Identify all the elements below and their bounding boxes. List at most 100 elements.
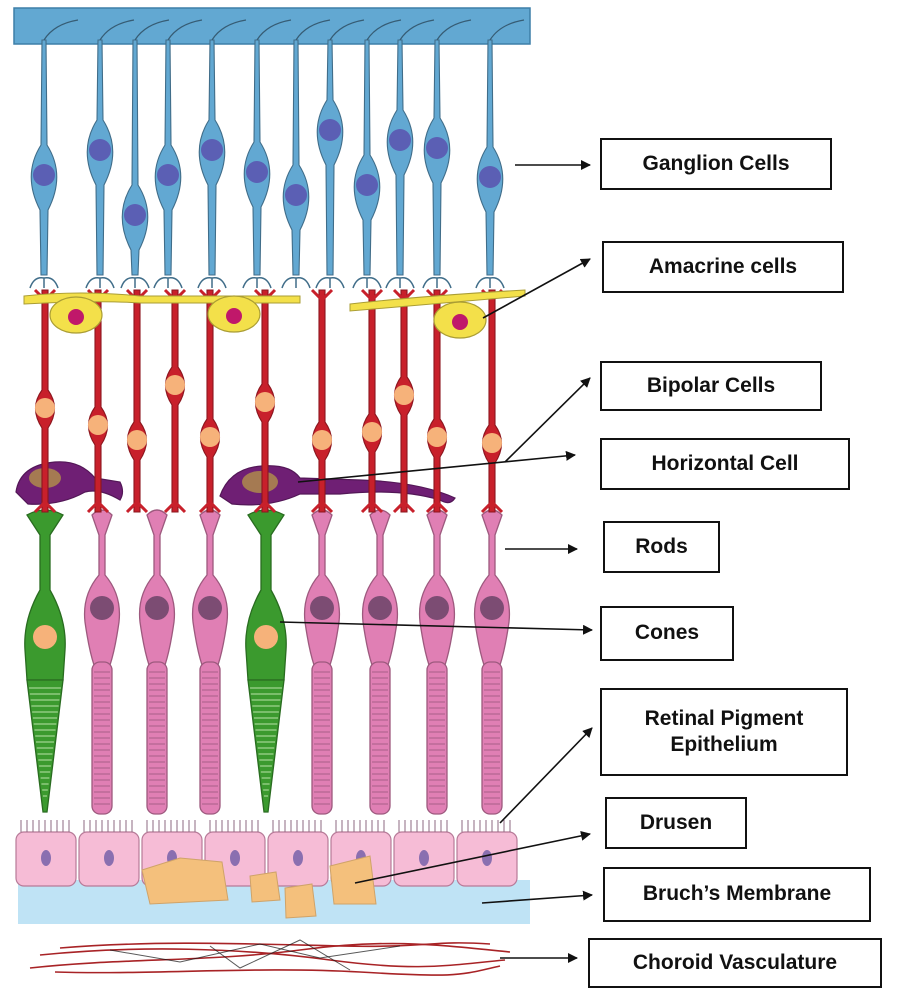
bipolar-nucleus xyxy=(165,375,185,395)
rod-cell-body xyxy=(305,510,340,665)
bipolar-nucleus xyxy=(394,385,414,405)
arrow-rpe xyxy=(500,728,592,823)
photoreceptor-layer xyxy=(25,510,510,814)
ganglion-nucleus xyxy=(246,161,268,183)
bipolar-cell-body xyxy=(166,290,185,512)
ganglion-cell-body xyxy=(122,40,148,275)
ganglion-nucleus xyxy=(319,119,341,141)
horizontal-cell-layer xyxy=(16,462,455,505)
label-amacrine-cells: Amacrine cells xyxy=(602,241,844,293)
ganglion-cell-layer xyxy=(30,20,524,288)
amacrine-nucleus xyxy=(226,308,242,324)
rod-cell-body xyxy=(193,510,228,665)
arrow-amacrine xyxy=(483,259,590,318)
ganglion-nucleus xyxy=(479,166,501,188)
label-text: Rods xyxy=(635,534,688,560)
rod-nucleus xyxy=(368,596,392,620)
label-text: Bruch’s Membrane xyxy=(643,881,831,907)
rod-nucleus xyxy=(90,596,114,620)
ganglion-nucleus xyxy=(356,174,378,196)
ganglion-dendrite xyxy=(316,278,344,288)
ganglion-dendrite xyxy=(282,278,310,288)
ganglion-nucleus xyxy=(389,129,411,151)
choroid-vessel xyxy=(30,944,510,968)
ganglion-dendrite xyxy=(121,278,149,288)
ganglion-dendrite xyxy=(423,278,451,288)
choroid-vessel xyxy=(55,966,500,975)
label-text: Horizontal Cell xyxy=(651,451,798,477)
rod-nucleus xyxy=(480,596,504,620)
ganglion-nucleus xyxy=(33,164,55,186)
label-text: Ganglion Cells xyxy=(642,151,789,177)
amacrine-nucleus xyxy=(68,309,84,325)
label-retinal-pigment-epithelium: Retinal Pigment Epithelium xyxy=(600,688,848,776)
rpe-cell-nucleus xyxy=(104,850,114,866)
ganglion-dendrite xyxy=(386,278,414,288)
ganglion-cell-body xyxy=(477,40,503,275)
bipolar-nucleus xyxy=(482,433,502,453)
drusen-deposit xyxy=(250,872,280,902)
ganglion-cell-body xyxy=(244,40,270,275)
ganglion-cell-body xyxy=(31,40,57,275)
ganglion-dendrite xyxy=(86,278,114,288)
choroid-vasculature-layer xyxy=(30,940,510,975)
ganglion-nucleus xyxy=(426,137,448,159)
ganglion-dendrite xyxy=(198,278,226,288)
ganglion-cell-body xyxy=(354,40,380,275)
bipolar-nucleus xyxy=(35,398,55,418)
label-cones: Cones xyxy=(600,606,734,661)
rpe-cell-nucleus xyxy=(482,850,492,866)
ganglion-dendrite xyxy=(30,278,58,288)
rod-cell-body xyxy=(140,510,175,665)
label-text-line-1: Retinal Pigment xyxy=(645,706,804,732)
rpe-cell-nucleus xyxy=(419,850,429,866)
label-drusen: Drusen xyxy=(605,797,747,849)
label-text: Drusen xyxy=(640,810,712,836)
ganglion-cell-body xyxy=(283,40,309,275)
label-horizontal-cell: Horizontal Cell xyxy=(600,438,850,490)
drusen-deposit xyxy=(285,884,316,918)
rpe-cell-nucleus xyxy=(230,850,240,866)
rod-nucleus xyxy=(425,596,449,620)
rod-nucleus xyxy=(145,596,169,620)
rod-nucleus xyxy=(198,596,222,620)
rpe-cell-nucleus xyxy=(41,850,51,866)
label-text: Amacrine cells xyxy=(649,254,797,280)
ganglion-cell-body xyxy=(317,40,343,275)
ganglion-dendrite xyxy=(243,278,271,288)
label-rods: Rods xyxy=(603,521,720,573)
bipolar-nucleus xyxy=(255,392,275,412)
label-text: Choroid Vasculature xyxy=(633,950,837,976)
ganglion-dendrite xyxy=(154,278,182,288)
label-choroid-vasculature: Choroid Vasculature xyxy=(588,938,882,988)
label-text: Bipolar Cells xyxy=(647,373,775,399)
rpe-cell-nucleus xyxy=(293,850,303,866)
rod-cell-body xyxy=(475,510,510,665)
rod-cell-body xyxy=(363,510,398,665)
bipolar-cell-layer xyxy=(35,290,502,512)
label-text: Cones xyxy=(635,620,699,646)
ganglion-nucleus xyxy=(124,204,146,226)
ganglion-nucleus xyxy=(89,139,111,161)
ganglion-nucleus xyxy=(285,184,307,206)
cone-cell-body xyxy=(246,510,286,680)
label-bipolar-cells: Bipolar Cells xyxy=(600,361,822,411)
ganglion-cell-body xyxy=(155,40,181,275)
rod-cell-body xyxy=(85,510,120,665)
amacrine-nucleus xyxy=(452,314,468,330)
bipolar-cell-body xyxy=(363,290,382,512)
ganglion-nucleus xyxy=(201,139,223,161)
arrow-bipolar xyxy=(505,378,590,462)
bipolar-nucleus xyxy=(200,427,220,447)
ganglion-dendrite xyxy=(476,278,504,288)
bipolar-cell-body xyxy=(128,290,147,512)
bipolar-nucleus xyxy=(127,430,147,450)
bipolar-nucleus xyxy=(427,427,447,447)
choroid-vessel xyxy=(40,949,505,967)
bipolar-nucleus xyxy=(88,415,108,435)
horizontal-nucleus xyxy=(242,471,278,493)
ganglion-nucleus xyxy=(157,164,179,186)
bipolar-nucleus xyxy=(312,430,332,450)
label-text-line-2: Epithelium xyxy=(670,732,777,758)
bipolar-nucleus xyxy=(362,422,382,442)
